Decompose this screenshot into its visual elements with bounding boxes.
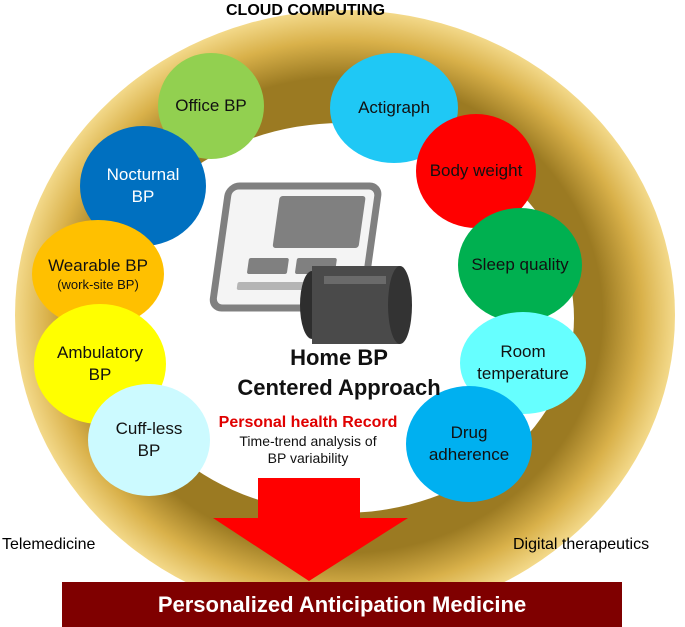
- personal-health-record-label: Personal health Record: [218, 414, 398, 431]
- node-label: BP: [137, 441, 161, 460]
- down-arrow-icon: [213, 478, 408, 581]
- node-label: Body weight: [429, 160, 523, 180]
- center-title-line2: Centered Approach: [237, 374, 441, 400]
- node-label: Wearable BP: [48, 255, 148, 275]
- banner-text: Personalized Anticipation Medicine: [157, 591, 527, 617]
- node-label: Drug: [450, 422, 488, 442]
- node-sublabel: (work-site BP): [57, 276, 139, 292]
- telemedicine-label: Telemedicine: [2, 536, 96, 553]
- node-sleep-quality: Sleep quality: [458, 208, 582, 322]
- node-label: Office BP: [175, 95, 247, 115]
- node-label: BP: [131, 187, 155, 206]
- trend-line2: BP variability: [267, 449, 349, 466]
- node-label: Nocturnal: [106, 164, 180, 184]
- trend-line1: Time-trend analysis of: [239, 433, 377, 449]
- node-label: BP: [88, 365, 112, 384]
- cloud-computing-title: CLOUD COMPUTING: [226, 2, 386, 19]
- node-label: adherence: [428, 445, 510, 464]
- personalized-anticipation-medicine-banner: Personalized Anticipation Medicine: [62, 582, 622, 627]
- node-label: Ambulatory: [57, 342, 143, 362]
- node-label: Cuff-less: [115, 418, 183, 438]
- node-cuffless-bp: Cuff-less BP: [88, 384, 210, 496]
- trend-analysis-label: Time-trend analysis of BP variability: [208, 433, 408, 467]
- center-title: Home BP Centered Approach: [214, 343, 464, 402]
- center-title-line1: Home BP: [290, 345, 388, 370]
- node-label: temperature: [477, 364, 569, 383]
- node-drug-adherence: Drug adherence: [406, 386, 532, 502]
- node-label: Actigraph: [358, 97, 430, 117]
- digital-therapeutics-label: Digital therapeutics: [513, 536, 650, 553]
- node-label: Room: [500, 341, 546, 361]
- node-actigraph: Actigraph: [330, 53, 458, 163]
- node-label: Sleep quality: [471, 254, 569, 274]
- blood-pressure-monitor-icon: [209, 182, 412, 344]
